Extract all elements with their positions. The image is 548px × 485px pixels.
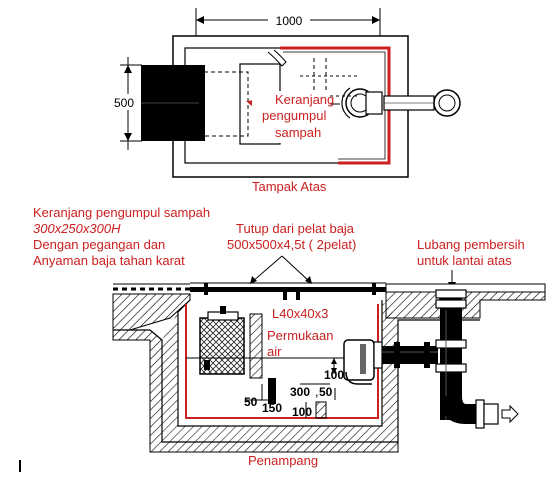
svg-text:,: , — [315, 384, 319, 399]
dim-100-right: 100 — [324, 368, 344, 382]
caption-top-view: Tampak Atas — [252, 179, 327, 194]
dim-300: 300 — [290, 385, 310, 399]
dim-1000: 1000 — [276, 14, 303, 28]
callout-basket-3: sampah — [275, 125, 321, 140]
top-view: 1000 500 — [110, 8, 461, 194]
label-basket-2: 300x250x300H — [33, 221, 121, 236]
stray-mark — [19, 460, 21, 472]
callout-basket-2: pengumpul — [262, 108, 326, 123]
label-cover-2: 500x500x4,5t ( 2pelat) — [227, 237, 356, 252]
label-angle: L40x40x3 — [272, 306, 328, 321]
caption-section: Penampang — [248, 453, 318, 468]
label-basket-1: Keranjang pengumpul sampah — [33, 205, 210, 220]
label-cover-1: Tutup dari pelat baja — [236, 221, 355, 236]
label-cleanout-2: untuk lantai atas — [417, 253, 512, 268]
callout-basket-1: Keranjang — [275, 92, 334, 107]
dim-150: 150 — [262, 401, 282, 415]
outflow-arrow-icon — [501, 404, 519, 424]
section-view: Keranjang pengumpul sampah 300x250x300H … — [33, 205, 546, 468]
label-basket-3: Dengan pegangan dan — [33, 237, 165, 252]
basket-outline — [203, 71, 249, 137]
dim-50-left: 50 — [244, 395, 258, 409]
label-basket-4: Anyaman baja tahan karat — [33, 253, 185, 268]
baffle-wall — [249, 313, 263, 379]
dim-50-right: 50 — [319, 385, 333, 399]
label-cleanout-1: Lubang pembersih — [417, 237, 525, 252]
outlet-elbow — [343, 339, 375, 381]
label-water-1: Permukaan — [267, 328, 333, 343]
dim-100-bottom: 100 — [292, 405, 312, 419]
cover-plate — [190, 287, 386, 292]
dim-500: 500 — [114, 96, 134, 110]
label-water-2: air — [267, 344, 282, 359]
